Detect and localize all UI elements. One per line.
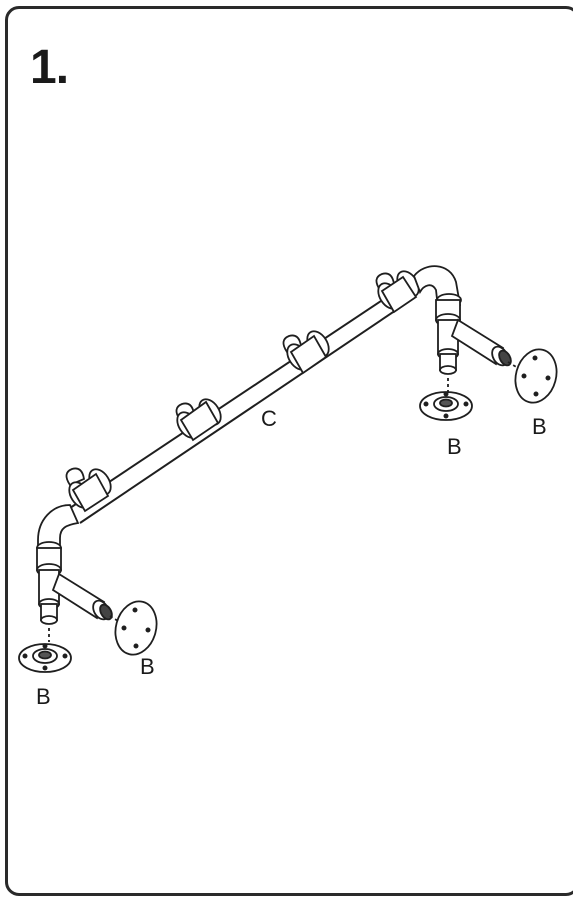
label-right-bottom-flange: B — [447, 434, 462, 459]
left-bottom-flange — [18, 628, 72, 673]
label-pipe-c: C — [261, 406, 277, 431]
tee-fitting-2 — [282, 330, 330, 375]
right-side-pipe — [450, 318, 512, 367]
left-side-pipe — [51, 572, 113, 621]
left-side-flange — [109, 600, 158, 656]
label-right-side-flange: B — [532, 414, 547, 439]
left-elbow — [36, 504, 80, 625]
right-side-flange — [507, 348, 558, 404]
step-panel — [5, 6, 573, 896]
tee-fitting-4 — [65, 467, 112, 513]
label-left-bottom-flange: B — [36, 684, 51, 709]
label-left-side-flange: B — [140, 654, 155, 679]
right-elbow — [412, 265, 462, 375]
step-number: 1. — [30, 41, 69, 94]
tee-fitting-1 — [175, 398, 222, 442]
tee-fitting-3 — [375, 270, 420, 314]
pipe-c — [69, 284, 415, 524]
right-bottom-flange — [419, 378, 473, 421]
